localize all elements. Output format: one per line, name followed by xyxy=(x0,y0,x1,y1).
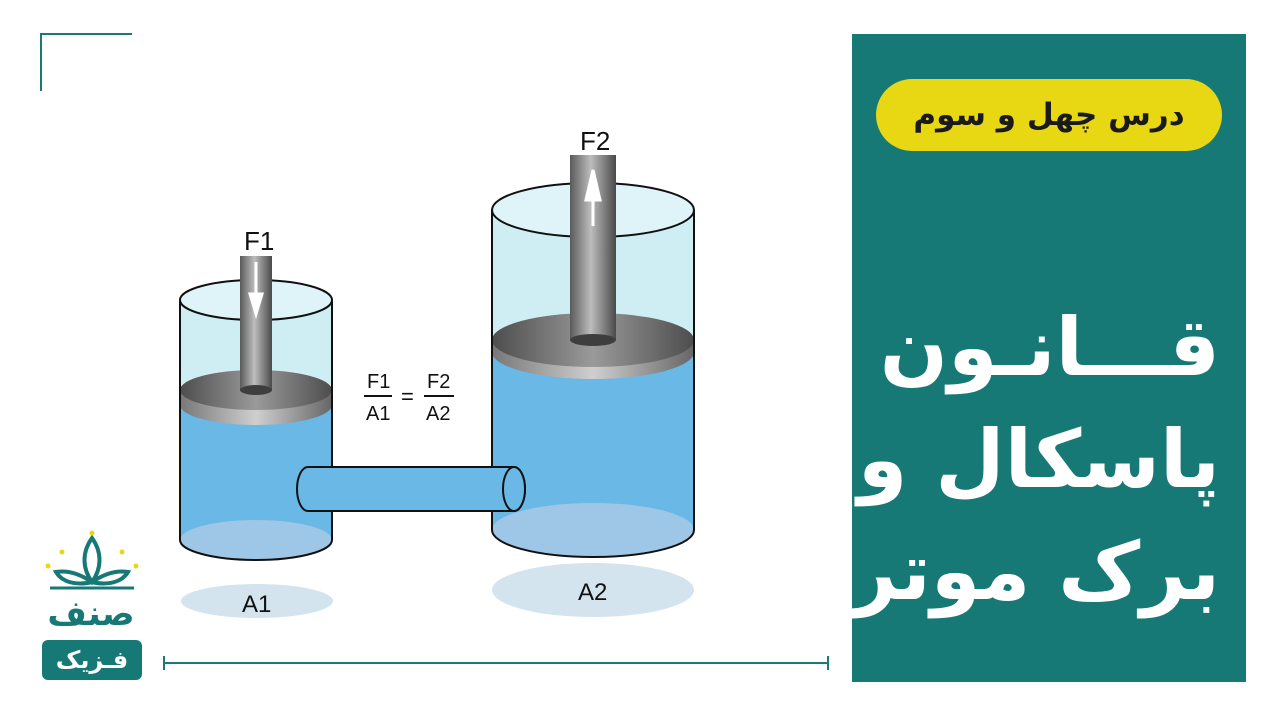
baseline-tick-left xyxy=(163,656,165,670)
formula-left-denominator: A1 xyxy=(366,403,390,425)
baseline-divider xyxy=(164,662,828,664)
arrow-up-icon xyxy=(584,169,602,226)
arrow-down-icon xyxy=(247,262,265,320)
logo-wordmark: صنف xyxy=(47,594,135,634)
force-small-label: F1 xyxy=(244,226,274,256)
pascal-formula: F1 A1 = F2 A2 xyxy=(364,371,454,425)
formula-left-numerator: F1 xyxy=(367,371,390,393)
title-line-2: پاسکال و xyxy=(857,413,1220,506)
area-large-label: A2 xyxy=(578,579,607,606)
area-small-label: A1 xyxy=(242,591,271,618)
area-small-ellipse xyxy=(181,584,333,618)
logo-subject-text: فـزیک xyxy=(55,646,129,674)
lesson-number-badge: درس چهل و سوم xyxy=(876,79,1222,151)
title-panel: درس چهل و سوم قـــانـون پاسکال و برک موت… xyxy=(850,34,1246,682)
title-line-3: برک موتر xyxy=(850,525,1220,618)
lesson-number-text: درس چهل و سوم xyxy=(913,97,1185,133)
title-line-1: قـــانـون xyxy=(879,301,1220,394)
large-cylinder xyxy=(491,155,695,558)
baseline-tick-right xyxy=(827,656,829,670)
page-title: قـــانـون پاسکال و برک موتر xyxy=(850,292,1220,628)
lotus-icon xyxy=(45,530,139,590)
formula-right-denominator: A2 xyxy=(426,403,450,425)
force-large-label: F2 xyxy=(580,126,610,156)
formula-equals: = xyxy=(401,384,414,409)
small-cylinder xyxy=(179,256,333,561)
brand-logo: صنف فـزیک xyxy=(38,530,148,682)
logo-subject-badge: فـزیک xyxy=(42,640,142,680)
corner-frame-decoration xyxy=(40,33,132,91)
hydraulic-press-diagram: F1 F2 A1 A2 F1 A1 = F2 A2 xyxy=(179,126,695,618)
formula-right-numerator: F2 xyxy=(427,371,450,393)
area-large-ellipse xyxy=(492,563,694,617)
connecting-pipe xyxy=(296,466,526,512)
